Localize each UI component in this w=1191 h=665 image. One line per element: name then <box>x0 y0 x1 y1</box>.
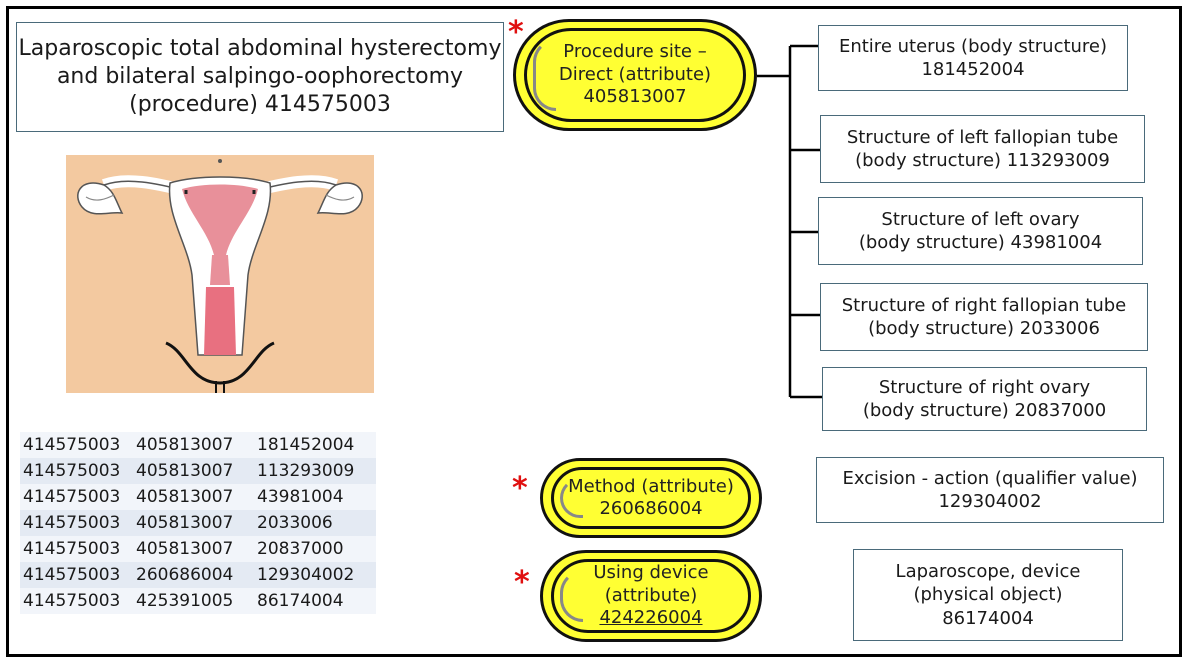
table-cell: 2033006 <box>257 513 333 533</box>
table-cell: 414575003 <box>23 435 121 455</box>
target-label-code: (body structure) 2033006 <box>868 318 1100 339</box>
table-cell: 129304002 <box>257 565 355 585</box>
target-label: Laparoscope, device <box>895 561 1081 583</box>
right-ovary <box>316 182 363 215</box>
target-code: 86174004 <box>942 607 1034 629</box>
table-cell: 20837000 <box>257 539 344 559</box>
target-box-excision: Excision - action (qualifier value) 1293… <box>816 457 1164 523</box>
target-box-right-ovary: Structure of right ovary (body structure… <box>822 367 1147 431</box>
attribute-pill-procedure-site: Procedure site – Direct (attribute) 4058… <box>513 19 757 131</box>
pelvic-curve <box>165 341 275 385</box>
attribute-pill-inner: Procedure site – Direct (attribute) 4058… <box>524 28 746 122</box>
target-label: Structure of left ovary <box>881 208 1080 230</box>
target-code: 129304002 <box>938 491 1042 512</box>
diagram-frame <box>6 6 1182 657</box>
attribute-code: 424226004 <box>599 607 703 629</box>
table-row: 414575003 260686004 129304002 <box>20 562 376 588</box>
target-label: Entire uterus (body structure) <box>838 35 1108 57</box>
table-cell: 113293009 <box>257 461 355 481</box>
table-cell: 181452004 <box>257 435 355 455</box>
attribute-label-line1: Procedure site – <box>563 41 707 63</box>
procedure-title-line3: (procedure) 414575003 <box>129 92 391 118</box>
target-label: Excision - action (qualifier value) <box>842 467 1138 489</box>
target-label: Structure of left fallopian tube <box>846 126 1119 148</box>
attribute-code: 260686004 <box>599 498 703 519</box>
attribute-pill-inner: Using device (attribute) 424226004 <box>551 559 751 633</box>
asterisk-procedure-site: * <box>508 15 524 50</box>
attribute-label-line2: (attribute) <box>604 584 698 606</box>
attribute-pill-using-device: Using device (attribute) 424226004 <box>540 550 762 642</box>
attribute-label-line2: Direct (attribute) <box>558 63 712 85</box>
target-box-laparoscope: Laparoscope, device (physical object) 86… <box>853 549 1123 641</box>
attribute-pill-inner: Method (attribute) 260686004 <box>551 467 751 529</box>
table-cell: 414575003 <box>23 539 121 559</box>
table-cell: 405813007 <box>136 513 234 533</box>
attribute-label-line1: Method (attribute) <box>568 475 734 497</box>
table-row: 414575003 405813007 20837000 <box>20 536 376 562</box>
table-cell: 414575003 <box>23 591 121 611</box>
attribute-pill-method: Method (attribute) 260686004 <box>540 458 762 538</box>
target-box-right-fallopian-tube: Structure of right fallopian tube (body … <box>820 283 1148 351</box>
uterus-illustration <box>66 155 374 393</box>
table-cell: 414575003 <box>23 565 121 585</box>
asterisk-using-device: * <box>514 565 530 600</box>
target-box-left-fallopian-tube: Structure of left fallopian tube (body s… <box>820 115 1145 183</box>
table-cell: 414575003 <box>23 513 121 533</box>
left-ovary <box>77 182 124 215</box>
procedure-title-line2: and bilateral salpingo-oophorectomy <box>56 63 464 89</box>
code-triples-table: 414575003 405813007 181452004 414575003 … <box>20 432 376 614</box>
table-row: 414575003 425391005 86174004 <box>20 588 376 614</box>
table-row: 414575003 405813007 2033006 <box>20 510 376 536</box>
uterus-drawing <box>77 159 363 393</box>
table-cell: 260686004 <box>136 565 234 585</box>
attribute-label-line1: Using device <box>593 562 709 584</box>
table-cell: 405813007 <box>136 539 234 559</box>
table-cell: 86174004 <box>257 591 344 611</box>
table-cell: 405813007 <box>136 487 234 507</box>
procedure-title-line1: Laparoscopic total abdominal hysterectom… <box>18 35 502 61</box>
target-box-left-ovary: Structure of left ovary (body structure)… <box>818 197 1143 265</box>
target-code: 181452004 <box>921 59 1025 80</box>
table-cell: 414575003 <box>23 461 121 481</box>
target-label-code: (body structure) 43981004 <box>858 232 1103 253</box>
table-cell: 405813007 <box>136 461 234 481</box>
target-label: Structure of right fallopian tube <box>841 294 1127 316</box>
uterine-cavity <box>182 184 258 255</box>
target-box-entire-uterus: Entire uterus (body structure) 181452004 <box>818 25 1128 91</box>
table-row: 414575003 405813007 43981004 <box>20 484 376 510</box>
table-row: 414575003 405813007 113293009 <box>20 458 376 484</box>
table-cell: 414575003 <box>23 487 121 507</box>
procedure-title-box: Laparoscopic total abdominal hysterectom… <box>16 22 504 132</box>
target-label-code: (body structure) 20837000 <box>862 400 1107 421</box>
cervix-vagina <box>204 287 236 355</box>
table-cell: 405813007 <box>136 435 234 455</box>
table-cell: 43981004 <box>257 487 344 507</box>
target-label: (physical object) <box>913 584 1063 606</box>
attribute-code: 405813007 <box>583 86 687 108</box>
target-label: Structure of right ovary <box>878 376 1091 398</box>
asterisk-method: * <box>512 471 528 506</box>
table-row: 414575003 405813007 181452004 <box>20 432 376 458</box>
target-label-code: (body structure) 113293009 <box>855 150 1110 171</box>
table-cell: 425391005 <box>136 591 234 611</box>
